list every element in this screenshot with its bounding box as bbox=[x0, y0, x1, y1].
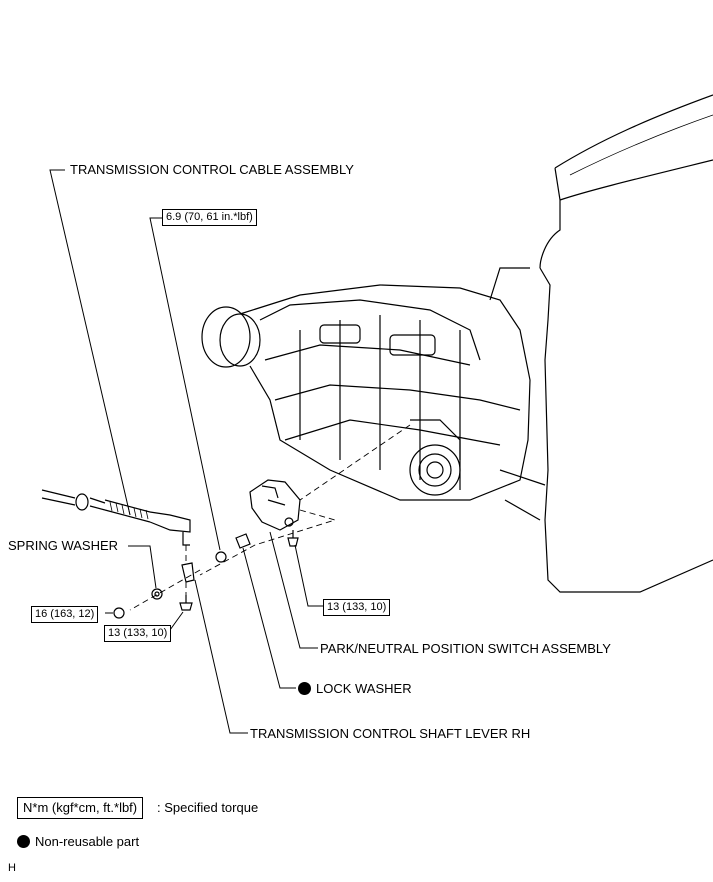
nut-top bbox=[215, 551, 227, 563]
label-cable: TRANSMISSION CONTROL CABLE ASSEMBLY bbox=[70, 162, 354, 177]
label-lock-washer: LOCK WASHER bbox=[298, 681, 412, 696]
shaft-lever-shape bbox=[181, 562, 195, 583]
label-spring-washer: SPRING WASHER bbox=[8, 538, 119, 553]
torque-switch-bolt: 13 (133, 10) bbox=[323, 599, 391, 616]
spring-washer-shape bbox=[151, 588, 163, 600]
non-reusable-dot-icon bbox=[17, 835, 30, 848]
switch-bolt-shape bbox=[287, 530, 299, 547]
non-reusable-dot-icon bbox=[298, 682, 311, 695]
bolt-bottom bbox=[179, 595, 193, 611]
park-neutral-switch-shape bbox=[249, 479, 301, 531]
label-pnp-switch: PARK/NEUTRAL POSITION SWITCH ASSEMBLY bbox=[320, 641, 611, 656]
torque-top: 6.9 (70, 61 in.*lbf) bbox=[162, 209, 257, 226]
torque-bottom: 13 (133, 10) bbox=[104, 625, 172, 642]
lock-washer-shape bbox=[235, 533, 251, 549]
cable-shape bbox=[41, 489, 191, 546]
legend-nonreusable: Non-reusable part bbox=[17, 834, 139, 850]
transmission-body bbox=[201, 284, 546, 521]
corner-mark: H bbox=[8, 862, 16, 874]
label-shaft-lever: TRANSMISSION CONTROL SHAFT LEVER RH bbox=[250, 726, 531, 741]
torque-left: 16 (163, 12) bbox=[31, 606, 99, 623]
engine-outline bbox=[489, 94, 713, 593]
legend-torque-box: N*m (kgf*cm, ft.*lbf) bbox=[17, 797, 144, 819]
nut-left bbox=[113, 607, 125, 619]
legend-torque-text: : Specified torque bbox=[157, 800, 259, 815]
